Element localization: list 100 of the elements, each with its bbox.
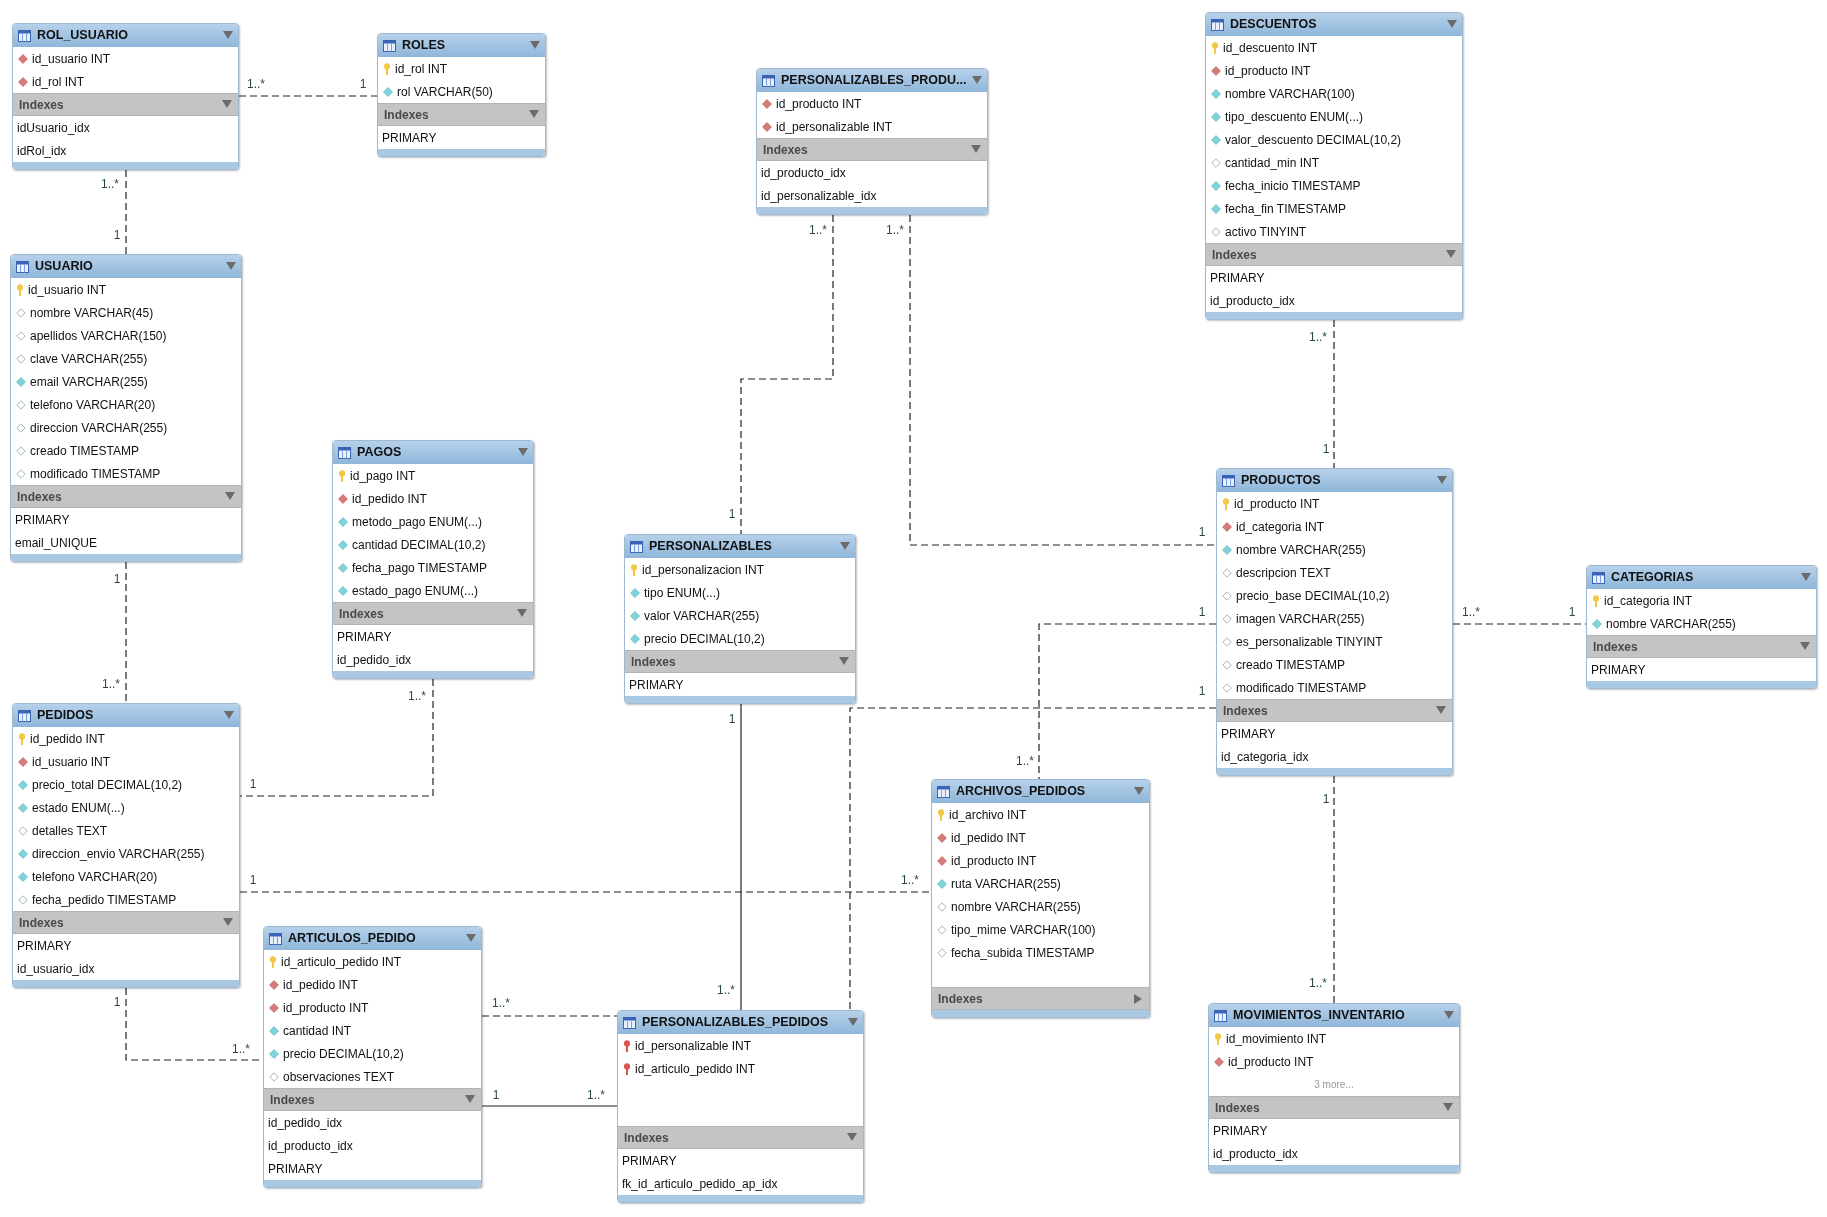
table-card <box>12 703 240 988</box>
index-name: id_pedido_idx <box>268 1114 343 1132</box>
column-name: id_producto INT <box>1225 62 1311 80</box>
column-name: id_producto INT <box>776 95 862 113</box>
index-name: idUsuario_idx <box>17 119 90 137</box>
column-name: precio_total DECIMAL(10,2) <box>32 776 183 794</box>
column-name: precio DECIMAL(10,2) <box>644 630 765 648</box>
column-name: apellidos VARCHAR(150) <box>30 327 167 345</box>
column-name: id_descuento INT <box>1223 39 1318 57</box>
cardinality-label: 1..* <box>1462 606 1480 618</box>
column-name: id_categoria INT <box>1604 592 1693 610</box>
column-name: nombre VARCHAR(255) <box>951 898 1081 916</box>
table-card <box>332 440 534 679</box>
column-name: clave VARCHAR(255) <box>30 350 148 368</box>
index-name: PRIMARY <box>1591 661 1646 679</box>
column-name: fecha_subida TIMESTAMP <box>951 944 1095 962</box>
cardinality-label: 1..* <box>901 874 919 886</box>
relationship-line <box>1038 623 1217 780</box>
relationship-line <box>239 891 932 893</box>
cardinality-label: 1..* <box>1309 977 1327 989</box>
cardinality-label: 1 <box>249 778 257 790</box>
cardinality-label: 1..* <box>1016 755 1034 767</box>
index-name: PRIMARY <box>268 1160 323 1178</box>
section-heading: Indexes <box>763 141 808 159</box>
column-name: tipo_descuento ENUM(...) <box>1225 108 1364 126</box>
column-name: nombre VARCHAR(45) <box>30 304 154 322</box>
table-title: CATEGORIAS <box>1611 569 1695 587</box>
column-name: rol VARCHAR(50) <box>397 83 493 101</box>
cardinality-label: 1..* <box>492 997 510 1009</box>
relationship-line <box>740 214 834 535</box>
column-name: id_producto INT <box>283 999 369 1017</box>
column-name: estado ENUM(...) <box>32 799 125 817</box>
column-name: valor_descuento DECIMAL(10,2) <box>1225 131 1402 149</box>
cardinality-label: 1 <box>492 1089 500 1101</box>
section-heading: Indexes <box>270 1091 315 1109</box>
column-name: id_personalizable INT <box>776 118 893 136</box>
cardinality-label: 1 <box>359 78 367 90</box>
cardinality-label: 1..* <box>102 678 120 690</box>
table-card <box>12 23 239 170</box>
table-title: PERSONALIZABLES_PEDIDOS <box>642 1014 830 1032</box>
index-name: PRIMARY <box>622 1152 677 1170</box>
column-name: fecha_inicio TIMESTAMP <box>1225 177 1361 195</box>
cardinality-label: 1 <box>728 713 736 725</box>
column-name: nombre VARCHAR(100) <box>1225 85 1355 103</box>
section-heading: Indexes <box>631 653 676 671</box>
column-name: detalles TEXT <box>32 822 108 840</box>
relationship-line <box>1333 775 1335 1004</box>
index-name: PRIMARY <box>629 676 684 694</box>
column-name: id_rol INT <box>32 73 84 91</box>
column-name: id_personalizable INT <box>635 1037 752 1055</box>
cardinality-label: 1 <box>249 874 257 886</box>
section-heading: Indexes <box>1223 702 1268 720</box>
table-card <box>1205 12 1463 320</box>
column-name: cantidad DECIMAL(10,2) <box>352 536 486 554</box>
column-name: valor VARCHAR(255) <box>644 607 760 625</box>
column-name: activo TINYINT <box>1225 223 1307 241</box>
column-name: id_pedido INT <box>951 829 1026 847</box>
column-name: id_movimiento INT <box>1226 1030 1327 1048</box>
column-name: imagen VARCHAR(255) <box>1236 610 1365 628</box>
table-title: ARTICULOS_PEDIDO <box>288 930 417 948</box>
column-name: precio DECIMAL(10,2) <box>283 1045 404 1063</box>
table-card <box>617 1010 864 1203</box>
column-name: id_usuario INT <box>32 50 111 68</box>
table-title: PAGOS <box>357 444 403 462</box>
table-title: PRODUCTOS <box>1241 472 1322 490</box>
column-name: cantidad INT <box>283 1022 352 1040</box>
table-title: PERSONALIZABLES <box>649 538 773 556</box>
column-name: id_personalizacion INT <box>642 561 765 579</box>
column-name: telefono VARCHAR(20) <box>30 396 156 414</box>
cardinality-label: 1..* <box>408 690 426 702</box>
column-name: id_archivo INT <box>949 806 1027 824</box>
index-name: id_producto_idx <box>761 164 846 182</box>
table-card <box>377 33 546 157</box>
column-name: metodo_pago ENUM(...) <box>352 513 483 531</box>
column-name: id_articulo_pedido INT <box>281 953 402 971</box>
column-name: id_articulo_pedido INT <box>635 1060 756 1078</box>
index-name: id_producto_idx <box>1213 1145 1298 1163</box>
section-heading: Indexes <box>1212 246 1257 264</box>
index-name: id_producto_idx <box>268 1137 353 1155</box>
section-heading: Indexes <box>1593 638 1638 656</box>
table-title: PEDIDOS <box>37 707 95 725</box>
column-name: nombre VARCHAR(255) <box>1236 541 1366 559</box>
column-name: precio_base DECIMAL(10,2) <box>1236 587 1390 605</box>
column-name: creado TIMESTAMP <box>30 442 139 460</box>
column-name: id_producto INT <box>951 852 1037 870</box>
column-name: estado_pago ENUM(...) <box>352 582 479 600</box>
relationship-line <box>238 95 378 97</box>
column-name: tipo ENUM(...) <box>644 584 720 602</box>
cardinality-label: 1..* <box>886 224 904 236</box>
column-name: id_usuario INT <box>28 281 107 299</box>
table-card <box>1208 1003 1460 1173</box>
cardinality-label: 1..* <box>809 224 827 236</box>
cardinality-label: 1 <box>1198 685 1206 697</box>
section-heading: Indexes <box>1215 1099 1260 1117</box>
index-name: id_producto_idx <box>1210 292 1295 310</box>
cardinality-label: 1 <box>1198 526 1206 538</box>
cardinality-label: 1 <box>728 508 736 520</box>
index-name: email_UNIQUE <box>15 534 98 552</box>
section-heading: Indexes <box>19 96 64 114</box>
cardinality-label: 1 <box>113 229 121 241</box>
